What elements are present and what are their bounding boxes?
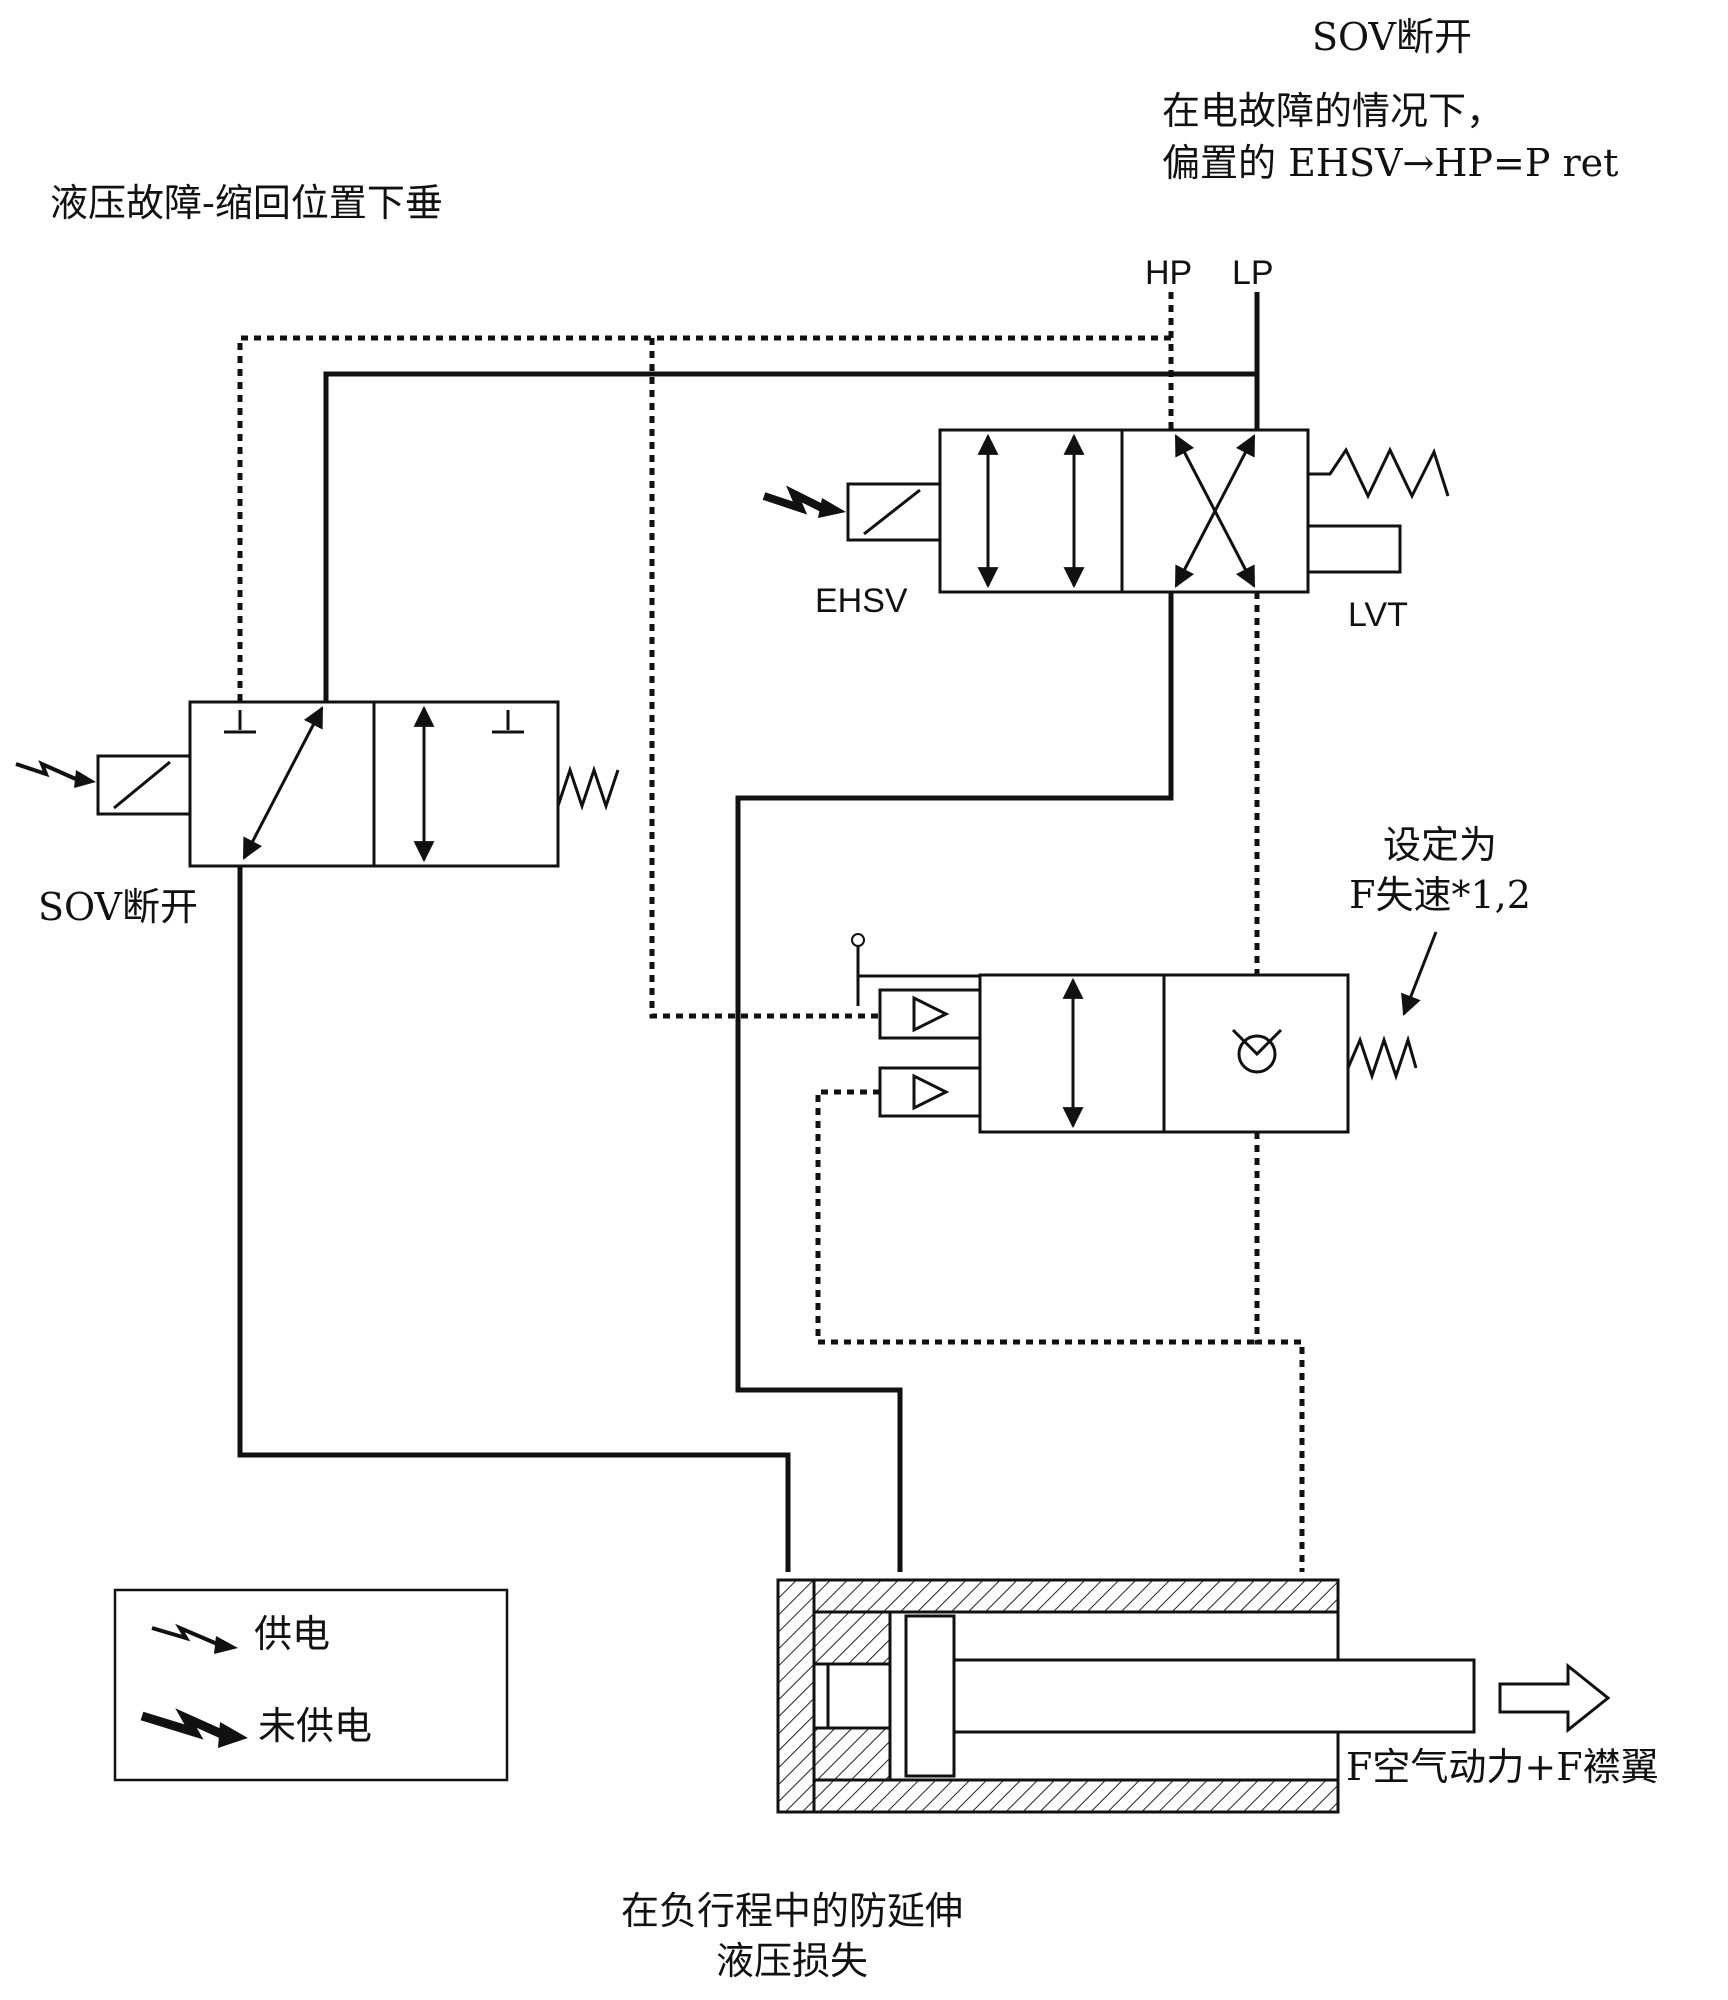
force-label: F空气动力+F襟翼 (1346, 1745, 1659, 1789)
actuator-bottom-wall (812, 1778, 1340, 1814)
legend-unpowered-label: 未供电 (258, 1706, 373, 1748)
pressure-lines (237, 292, 1260, 1572)
actuator-top-wall (812, 1578, 1340, 1614)
force-arrow-icon (1498, 1662, 1611, 1734)
actuator (776, 1578, 1611, 1814)
supply-to-sov-line (323, 371, 1257, 702)
sov-spring-icon (556, 765, 620, 811)
lp-port-label: LP (1232, 254, 1274, 292)
ehsv-spring-icon (1308, 446, 1450, 500)
anti-extension-valve (851, 931, 1438, 1134)
sov-valve (15, 700, 620, 868)
ehsv-valve (762, 428, 1450, 594)
sov-to-actuator-line (237, 866, 791, 1572)
legend-box (113, 1588, 509, 1782)
powered-lightning-icon (151, 1623, 223, 1648)
legend (113, 1588, 509, 1782)
check-valve-out-line (1254, 1132, 1305, 1572)
ehsv-body (938, 428, 1310, 594)
return-lines (237, 292, 1305, 1572)
pilot-return-line (649, 338, 880, 1019)
electrical-failure-note-line1: 在电故障的情况下， (1162, 89, 1505, 133)
bottom-caption-line1: 在负行程中的防延伸 (620, 1889, 964, 1933)
check-valve-spring-icon (1346, 1034, 1418, 1081)
unpowered-lightning-icon (140, 1708, 228, 1741)
sov-left-label: SOV断开 (38, 885, 198, 929)
actuator-end-cap (776, 1578, 816, 1814)
stall-setting-line2: F失速*1,2 (1349, 873, 1531, 917)
bottom-caption-line2: 液压损失 (715, 1939, 869, 1983)
ehsv-unpowered-icon (762, 485, 828, 515)
piston-head (904, 1614, 956, 1778)
diagram-title: 液压故障-缩回位置下垂 (50, 181, 443, 225)
ehsv-label: EHSV (815, 582, 908, 620)
stall-setting-line1: 设定为 (1382, 823, 1498, 867)
hp-port-label: HP (1145, 254, 1192, 292)
sov-top-label: SOV断开 (1312, 15, 1472, 59)
lvt-sensor (1306, 524, 1402, 574)
legend-powered-label: 供电 (254, 1614, 331, 1656)
hp-return-loop (237, 335, 1171, 702)
ehsv-to-actuator-line (735, 592, 1174, 1572)
sov-powered-icon (15, 760, 79, 782)
lower-pilot-line (815, 1089, 1257, 1345)
electrical-failure-note-line2: 偏置的 EHSV→HP=P ret (1162, 141, 1619, 185)
piston-rod (952, 1658, 1476, 1734)
lvt-label: LVT (1348, 596, 1408, 634)
